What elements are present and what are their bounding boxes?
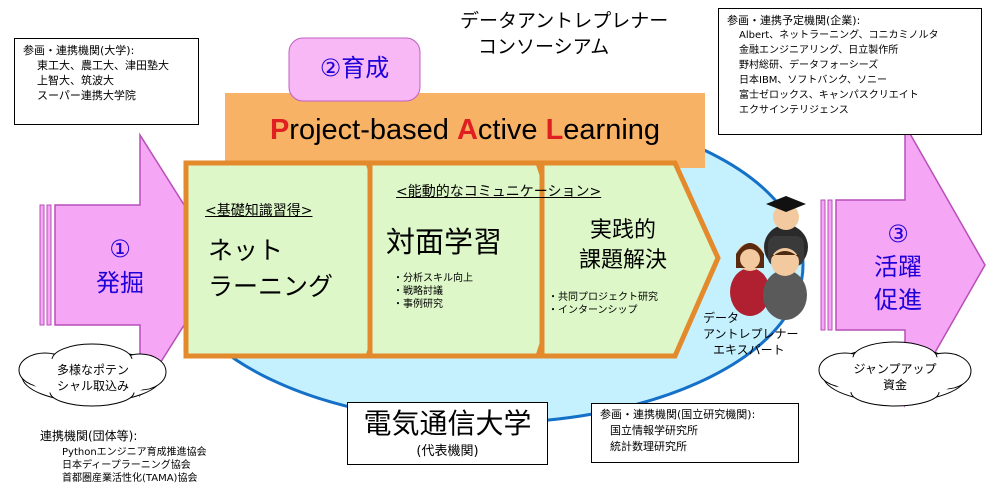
corp-item: 金融エンジニアリング、日立製作所 bbox=[739, 45, 899, 56]
stage1-title-line1: ネット bbox=[208, 236, 284, 265]
stage2-bullets: ・分析スキル向上 ・戦略討議 ・事例研究 bbox=[393, 272, 473, 311]
katsuyaku-text-1: 活躍 bbox=[874, 253, 922, 281]
stage3-title-line2: 課題解決 bbox=[578, 248, 667, 273]
hakkutsu-label: ① 発掘 bbox=[70, 232, 170, 300]
org-item: Pythonエンジニア育成推進協会 bbox=[62, 447, 207, 458]
ikusei-label: ②育成 bbox=[319, 54, 390, 82]
ikusei-bg bbox=[288, 37, 421, 102]
stage3-title-line1: 実践的 bbox=[589, 218, 656, 243]
cloud-left-line2: シャル取込み bbox=[56, 379, 129, 393]
pal-segment: earning bbox=[563, 114, 661, 146]
stage2-bullet: ・分析スキル向上 bbox=[393, 273, 473, 284]
man-person-icon bbox=[763, 248, 807, 320]
org-title: 連携機関(団体等): bbox=[40, 429, 138, 443]
hakkutsu-text: 発掘 bbox=[96, 269, 144, 297]
univ-item: スーパー連携大学院 bbox=[37, 89, 136, 102]
corp-box-title: 参画・連携予定機関(企業): bbox=[727, 14, 861, 27]
katsuyaku-text-2: 促進 bbox=[874, 286, 922, 314]
univ-box: 参画・連携機関(大学): 東工大、農工大、津田塾大 上智大、筑波大 スーパー連携… bbox=[14, 38, 199, 125]
stage3-bullet: ・共同プロジェクト研究 bbox=[548, 292, 658, 303]
expert-label-line1: データ bbox=[703, 311, 740, 325]
uec-name: 電気通信大学 bbox=[363, 407, 532, 440]
expert-label: データ アントレプレナー エキスパート bbox=[703, 310, 799, 358]
univ-item: 上智大、筑波大 bbox=[37, 74, 114, 87]
research-item: 国立情報学研究所 bbox=[610, 424, 698, 437]
pal-segment: A bbox=[456, 114, 478, 146]
stage2-bullet: ・戦略討議 bbox=[393, 286, 443, 297]
pal-banner-text: Project-based Active Learning bbox=[225, 110, 705, 150]
consortium-title: データアントレプレナー コンソーシアム bbox=[460, 8, 690, 60]
pal-segment: P bbox=[269, 114, 290, 146]
woman-person-icon bbox=[730, 243, 770, 316]
cloud-left-shape bbox=[18, 343, 167, 407]
cloud-left-text: 多様なポテン シャル取込み bbox=[40, 362, 146, 394]
cloud-right-line2: 資金 bbox=[882, 378, 907, 392]
pal-segment: ctive bbox=[477, 114, 546, 146]
corp-item: 日本IBM、ソフトバンク、ソニー bbox=[739, 75, 888, 86]
research-item: 統計数理研究所 bbox=[610, 440, 687, 453]
corp-item: 富士ゼロックス、キャンパスクリエイト bbox=[739, 90, 919, 101]
uec-sub: (代表機関) bbox=[416, 444, 479, 459]
stage3-title: 実践的 課題解決 bbox=[568, 216, 678, 276]
stage3-bullet: ・インターンシップ bbox=[548, 305, 638, 316]
pal-banner-bg bbox=[225, 93, 705, 168]
univ-item: 東工大、農工大、津田塾大 bbox=[37, 59, 169, 72]
hakkutsu-arrow bbox=[39, 132, 223, 398]
org-item: 首都圏産業活性化(TAMA)協会 bbox=[62, 473, 198, 484]
stage3-chevron bbox=[539, 160, 721, 359]
org-list: 連携機関(団体等): Pythonエンジニア育成推進協会 日本ディープラーニング… bbox=[40, 426, 207, 485]
pal-segment: roject-based bbox=[289, 114, 457, 146]
expert-label-line3: エキスパート bbox=[713, 343, 785, 357]
corp-item: Albert、ネットラーニング、コニカミノルタ bbox=[739, 30, 939, 41]
cloud-right-line1: ジャンプアップ bbox=[853, 362, 937, 376]
uec-box: 電気通信大学 (代表機関) bbox=[347, 402, 548, 465]
stage2-bullet: ・事例研究 bbox=[393, 299, 443, 310]
research-box-title: 参画・連携機関(国立研究機関): bbox=[600, 408, 756, 421]
consortium-title-line2: コンソーシアム bbox=[478, 36, 610, 58]
cloud-right-text: ジャンプアップ 資金 bbox=[840, 361, 950, 393]
cloud-right-shape bbox=[818, 341, 972, 407]
stage1-header: <基礎知識習得> bbox=[205, 203, 313, 219]
hakkutsu-number: ① bbox=[109, 235, 131, 263]
katsuyaku-arrow bbox=[820, 122, 986, 408]
corp-item: エクサインテリジェンス bbox=[739, 105, 849, 116]
stage1-title: ネット ラーニング bbox=[208, 233, 333, 305]
corp-item: 野村総研、データフォーシーズ bbox=[739, 60, 879, 71]
stage2-header: <能動的なコミュニケーション> bbox=[396, 184, 602, 200]
org-item: 日本ディープラーニング協会 bbox=[62, 460, 191, 471]
consortium-title-line1: データアントレプレナー bbox=[460, 10, 669, 32]
katsuyaku-label: ③ 活躍 促進 bbox=[848, 218, 948, 317]
univ-box-title: 参画・連携機関(大学): bbox=[23, 44, 135, 57]
corp-box: 参画・連携予定機関(企業): Albert、ネットラーニング、コニカミノルタ 金… bbox=[718, 8, 982, 135]
expert-label-line2: アントレプレナー bbox=[703, 327, 799, 341]
katsuyaku-number: ③ bbox=[887, 220, 909, 248]
research-box: 参画・連携機関(国立研究機関): 国立情報学研究所 統計数理研究所 bbox=[591, 403, 799, 463]
pal-segment: L bbox=[545, 114, 564, 146]
stage1-title-line2: ラーニング bbox=[208, 272, 334, 301]
cloud-left-line1: 多様なポテン bbox=[56, 363, 129, 377]
stage2-title: 対面学習 bbox=[386, 225, 503, 259]
stage3-bullets: ・共同プロジェクト研究 ・インターンシップ bbox=[548, 291, 658, 317]
